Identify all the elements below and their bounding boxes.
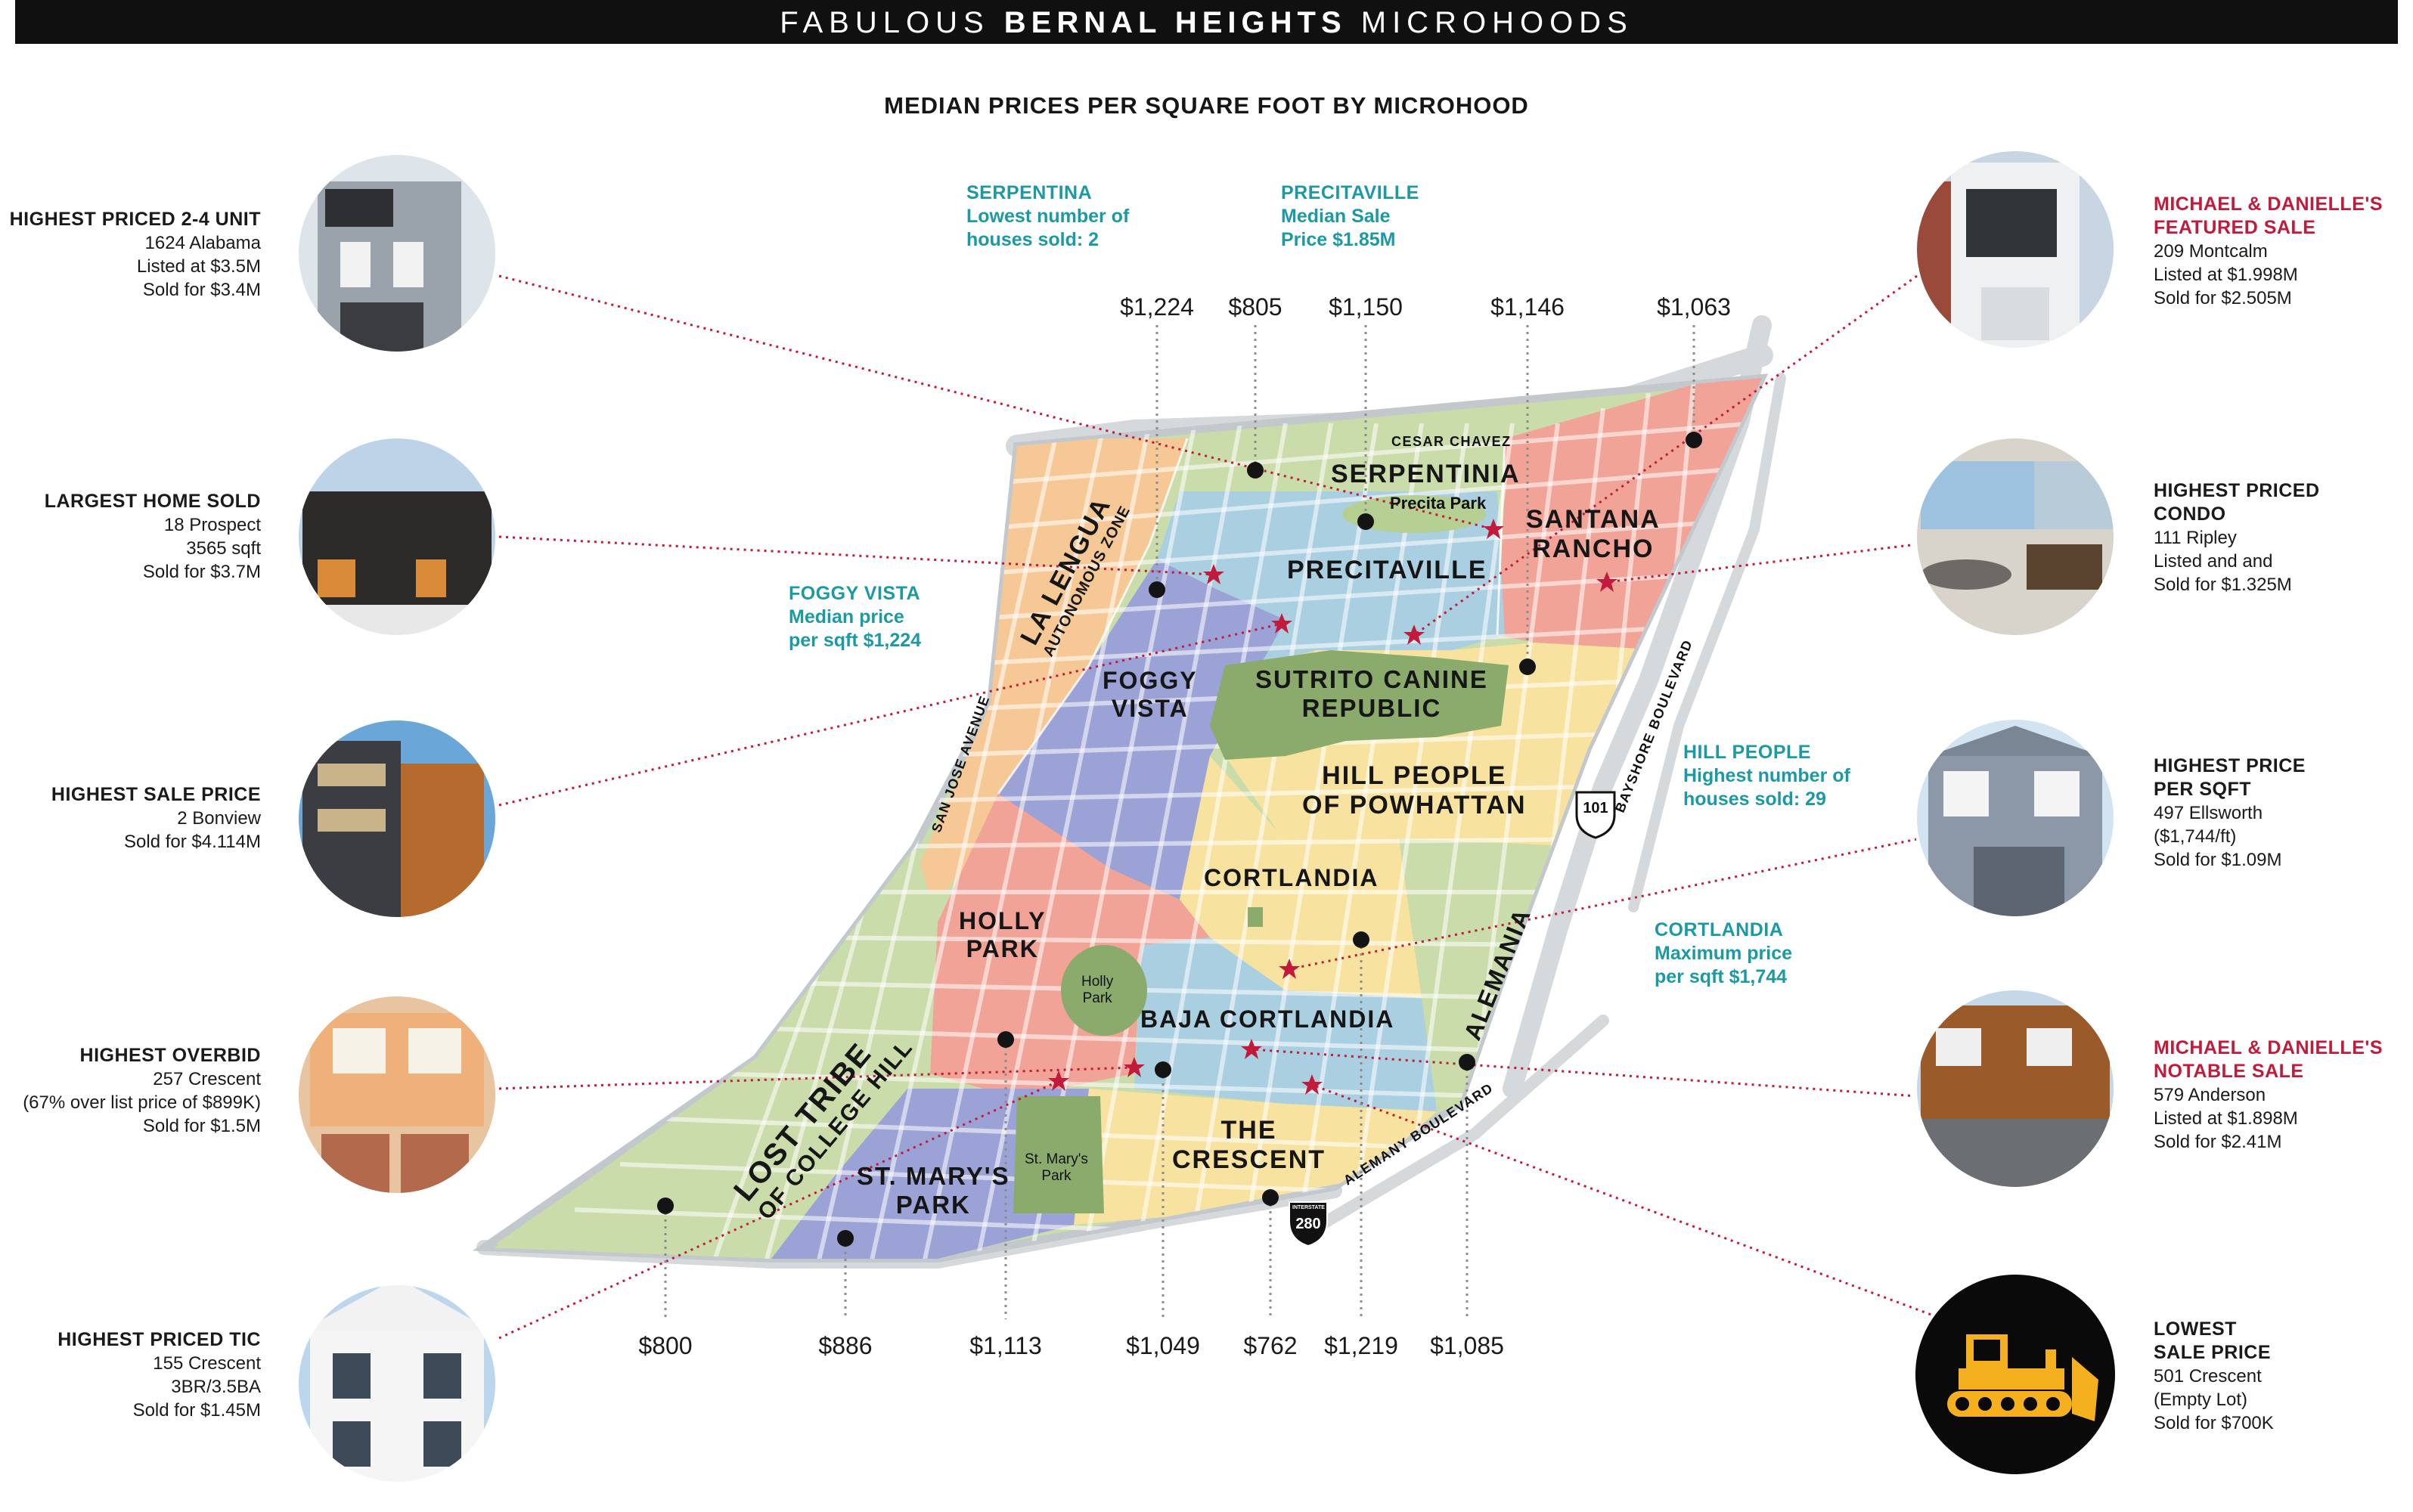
header-pre: FABULOUS (780, 6, 990, 39)
star-icon (1279, 959, 1300, 979)
hood-precitaville: PRECITAVILLE (1287, 556, 1487, 584)
house-photo-right-0 (1915, 150, 2115, 349)
star-icon (1483, 519, 1504, 539)
star-icon (1271, 613, 1292, 634)
price-bottom-baja-cortlandia: $1,049 (1126, 1332, 1200, 1359)
star-icon (1596, 572, 1617, 592)
hood-baja-cortlandia: BAJA CORTLANDIA (1140, 1005, 1395, 1033)
park-label-precita: Precita Park (1390, 494, 1487, 513)
house-photo-right-1 (1915, 437, 2115, 637)
price-top-precitaville: $1,150 (1329, 293, 1403, 321)
park-small (1248, 907, 1263, 927)
microhood-regions (484, 378, 1762, 1259)
price-bottom-lost-tribe: $800 (638, 1332, 693, 1359)
price-top-la-lengua: $1,224 (1120, 293, 1194, 321)
photo-frame (296, 1282, 498, 1485)
photo-frame (1914, 987, 2117, 1190)
region-serpentinia (1180, 438, 1505, 491)
price-bottom-st-marys: $886 (818, 1332, 873, 1359)
hood-cortlandia: CORTLANDIA (1204, 864, 1379, 891)
photo-frame (296, 717, 498, 920)
note-precitaville: PRECITAVILLE Median Sale Price $1.85M (1281, 182, 1419, 250)
us-101-shield-icon (1575, 791, 1616, 839)
header-bold: BERNAL HEIGHTS (1003, 6, 1347, 39)
callout-highest-overbid: HIGHEST OVERBID 257 Crescent (67% over l… (23, 1045, 261, 1136)
price-bottom-cortlandia: $1,219 (1324, 1332, 1398, 1359)
hood-santana-rancho: SANTANA RANCHO (1526, 505, 1661, 564)
house-photo-left-4 (297, 1284, 497, 1483)
hood-st-marys-park: ST. MARY'S PARK (857, 1162, 1010, 1219)
header-post: MICROHOODS (1360, 6, 1633, 39)
callout-highest-price-per-sqft: HIGHEST PRICE PER SQFT 497 Ellsworth ($1… (2154, 755, 2306, 870)
note-serpentina: SERPENTINA Lowest number of houses sold:… (966, 182, 1130, 250)
note-hill-people: HILL PEOPLE Highest number of houses sol… (1683, 742, 1850, 810)
street-cesar-chavez: CESAR CHAVEZ (1391, 434, 1512, 449)
hood-foggy-vista: FOGGY VISTA (1103, 667, 1198, 722)
star-icon (1048, 1070, 1069, 1091)
price-bottom-crescent: $762 (1243, 1332, 1298, 1359)
photo-frame (1914, 148, 2117, 351)
photo-frame (296, 435, 498, 638)
note-cortlandia: CORTLANDIA Maximum price per sqft $1,744 (1655, 919, 1793, 987)
region-baja-cortlandia (1134, 937, 1437, 1111)
hood-hill-people: HILL PEOPLE OF POWHATTAN (1302, 761, 1527, 820)
callout-largest-home-sold: LARGEST HOME SOLD 18 Prospect 3565 sqft … (44, 491, 261, 582)
i280-label: 280 (1295, 1216, 1321, 1232)
photo-frame (1914, 717, 2117, 919)
price-leaders (664, 325, 1695, 1319)
callout-featured-sale: MICHAEL & DANIELLE'S FEATURED SALE 209 M… (2154, 194, 2383, 308)
photo-frame (296, 152, 498, 355)
us-101-label: 101 (1583, 800, 1608, 816)
star-icon (1301, 1074, 1323, 1095)
hood-sutrito-canine-republic: SUTRITO CANINE REPUBLIC (1255, 665, 1488, 722)
park-precita (1342, 495, 1486, 533)
star-icon (1203, 564, 1224, 584)
house-photo-right-2 (1915, 718, 2115, 918)
header-banner: FABULOUS BERNAL HEIGHTS MICROHOODS (15, 0, 2398, 44)
star-icon (1124, 1057, 1145, 1077)
star-icon (1241, 1039, 1262, 1059)
callout-highest-priced-tic: HIGHEST PRICED TIC 155 Crescent 3BR/3.5B… (57, 1329, 261, 1421)
note-foggy-vista: FOGGY VISTA Median price per sqft $1,224 (789, 583, 922, 651)
map-subtitle: MEDIAN PRICES PER SQUARE FOOT BY MICROHO… (884, 92, 1529, 119)
region-the-crescent (1074, 1089, 1437, 1225)
photo-frame (1914, 435, 2117, 638)
hood-the-crescent: THE CRESCENT (1172, 1116, 1326, 1175)
park-holly (1061, 945, 1147, 1036)
star-icon (1403, 624, 1425, 645)
callout-lowest-sale-price: LOWEST SALE PRICE 501 Crescent (Empty Lo… (2154, 1318, 2274, 1433)
bulldozer-icon (1947, 1334, 2098, 1421)
price-top-serpentinia: $805 (1228, 293, 1282, 321)
i280-top-label: INTERSTATE (1292, 1205, 1325, 1210)
interstate-280-shield-icon (1289, 1201, 1328, 1247)
callout-notable-sale: MICHAEL & DANIELLE'S NOTABLE SALE 579 An… (2154, 1037, 2383, 1152)
hood-holly-park: HOLLY PARK (959, 907, 1047, 962)
park-sutrito (1210, 650, 1509, 760)
region-santana-rancho (1497, 378, 1762, 650)
park-st-marys (1013, 1096, 1104, 1213)
median-dots (657, 432, 1702, 1247)
callout-highest-priced-condo: HIGHEST PRICED CONDO 111 Ripley Listed a… (2154, 480, 2320, 595)
photo-frame (296, 993, 498, 1196)
price-bottom-alemania: $1,085 (1430, 1332, 1504, 1359)
callout-lines (498, 274, 1944, 1340)
hood-serpentinia: SERPENTINIA (1331, 460, 1521, 488)
callout-highest-priced-2-4-unit: HIGHEST PRICED 2-4 UNIT 1624 Alabama Lis… (9, 209, 261, 300)
price-bottom-holly-park: $1,113 (969, 1332, 1042, 1359)
region-lost-tribe (484, 847, 938, 1259)
region-borders (997, 438, 1506, 795)
price-top-hill-people: $1,146 (1490, 293, 1565, 321)
callout-highest-sale-price: HIGHEST SALE PRICE 2 Bonview Sold for $4… (51, 784, 261, 852)
house-photo-left-0 (297, 153, 497, 353)
park-label-holly: Holly Park (1081, 974, 1114, 1006)
house-photo-right-3 (1915, 989, 2115, 1188)
park-label-st-marys: St. Mary's Park (1025, 1151, 1088, 1184)
price-top-santana-rancho: $1,063 (1657, 293, 1731, 321)
house-photo-left-3 (297, 995, 497, 1194)
sale-stars (1048, 519, 1617, 1095)
